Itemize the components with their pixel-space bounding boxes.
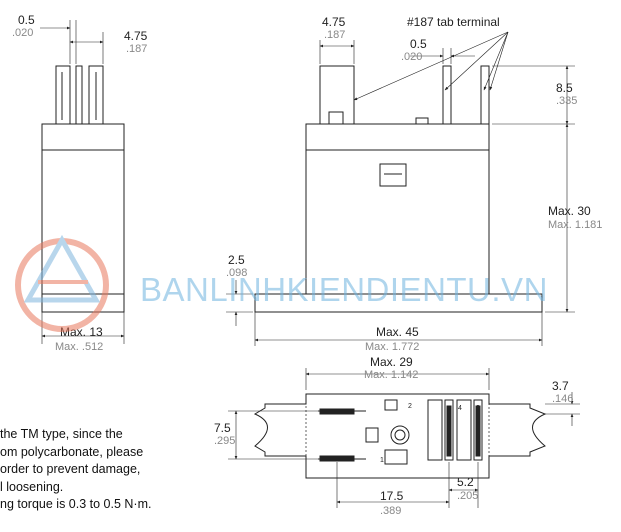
dim-terminal-thickness-front-inch: .020 [401,51,422,63]
tab-terminal-label: #187 tab terminal [407,15,500,29]
note-text: the TM type, since the om polycarbonate,… [0,426,151,514]
dim-terminal-width-front-mm: 4.75 [322,15,346,29]
dim-terminal-pitch-b-mm: 5.2 [457,475,474,489]
dim-terminal-pitch-b-inch: .205 [457,490,478,502]
dim-body-length-mm: Max. 29 [370,355,413,369]
dim-hole-radius-inch: .146 [552,393,573,405]
terminal-number-4: 4 [458,405,462,412]
dim-base-length-inch: Max. 1.772 [365,341,419,353]
front-view [226,31,575,346]
note-line: l loosening. [0,479,64,494]
dim-body-length-inch: Max. 1.142 [364,369,418,381]
dim-terminal-thickness-inch: .020 [12,27,33,39]
dim-terminal-width-front-inch: .187 [324,29,345,41]
side-view [40,20,125,344]
dim-base-thickness-mm: 2.5 [228,253,245,267]
terminal-number-3: 3 [476,405,480,412]
dim-base-length-mm: Max. 45 [376,325,419,339]
dim-hole-radius-mm: 3.7 [552,379,569,393]
dim-terminal-height-inch: .335 [556,95,577,107]
dim-body-height-mm: Max. 30 [548,204,591,218]
dim-side-width-inch: Max. .512 [55,341,103,353]
dim-terminal-height-mm: 8.5 [556,81,573,95]
watermark-text: BANLINHKIENDIENTU.VN [140,271,548,308]
note-line: om polycarbonate, please [0,444,144,459]
dim-body-height-inch: Max. 1.181 [548,219,602,231]
dim-terminal-pitch-vertical-mm: 7.5 [214,421,231,435]
note-line: order to prevent damage, [0,462,141,476]
dim-terminal-pitch-a-mm: 17.5 [380,489,404,503]
dim-terminal-width-side-mm: 4.75 [124,29,148,43]
watermark-logo [15,234,109,332]
bottom-view [228,368,580,508]
note-line: the TM type, since the [0,427,123,441]
dim-base-thickness-inch: .098 [226,267,247,279]
terminal-number-2: 2 [408,403,412,410]
dim-terminal-thickness-front-mm: 0.5 [410,37,427,51]
terminal-number-1: 1 [380,457,384,464]
dim-terminal-pitch-vertical-inch: .295 [214,435,235,447]
dim-terminal-width-side-inch: .187 [126,43,147,55]
dim-terminal-thickness-mm: 0.5 [18,13,35,27]
dim-terminal-pitch-a-inch: .389 [380,505,401,517]
note-line: ng torque is 0.3 to 0.5 N·m. [0,497,152,511]
